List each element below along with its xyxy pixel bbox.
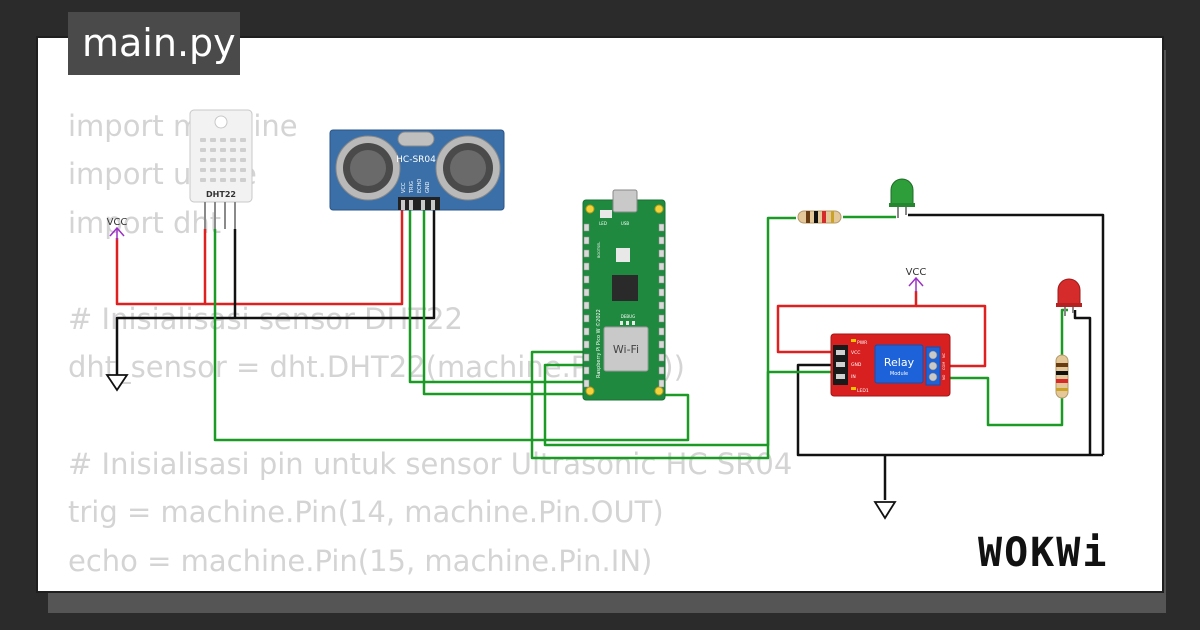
vcc-label: VCC [906, 267, 927, 278]
vcc-symbol-left: VCC [107, 217, 128, 240]
wire-gnd-relay[interactable] [796, 363, 1103, 457]
wire-led-green[interactable] [543, 216, 796, 447]
wire-gnd-left[interactable] [115, 229, 237, 375]
pico-w-board[interactable]: USB LED DEBUG Wi-Fi Raspberry Pi Pico W … [582, 189, 666, 401]
pico-debug-label: DEBUG [621, 314, 635, 319]
vcc-symbol-relay: VCC [906, 267, 927, 292]
hcsr04-sensor[interactable]: HC-SR04 VCC TRIG ECHO GND [329, 129, 505, 211]
wire-echo[interactable] [422, 210, 586, 396]
hcsr04-pin-vcc: VCC [401, 182, 407, 193]
led-red[interactable] [1056, 278, 1082, 316]
wires [115, 210, 1105, 500]
relay-title: Relay [884, 356, 915, 369]
dht22-sensor[interactable]: DHT22 [189, 109, 253, 229]
wire-dht-data[interactable] [213, 229, 690, 442]
wire-vcc-relay[interactable] [776, 291, 918, 354]
relay-pin-gnd: GND [851, 362, 862, 368]
wire-vcc-hcsr04[interactable] [205, 210, 404, 306]
code-line-8: # Inisialisasi pin untuk sensor Ultrason… [68, 447, 793, 482]
wire-resistor-red[interactable] [1060, 308, 1068, 355]
wire-gnd-led-red[interactable] [1073, 310, 1092, 455]
relay-module[interactable]: VCC GND IN PWR LED1 Relay Module NC COM … [830, 333, 951, 397]
ground-symbol-left [105, 374, 129, 392]
relay-pwr-label: PWR [857, 340, 867, 346]
code-line-3: import dht [68, 205, 222, 240]
wire-vcc-dht[interactable] [115, 229, 207, 306]
wokwi-logo: WOKWi [978, 530, 1108, 576]
ground-symbol-right [873, 501, 897, 520]
relay-pin-in: IN [851, 374, 856, 380]
hcsr04-label: HC-SR04 [396, 155, 436, 165]
pico-bootsel-label: BOOTSEL [597, 242, 601, 258]
pico-wifi-label: Wi-Fi [613, 343, 639, 356]
wire-gnd-hcsr04[interactable] [235, 210, 436, 320]
hcsr04-pin-gnd: GND [425, 181, 431, 193]
file-name-tab[interactable]: main.py [68, 12, 240, 75]
vcc-label: VCC [107, 217, 128, 228]
wire-trig[interactable] [408, 210, 586, 384]
dht22-label: DHT22 [206, 190, 236, 199]
wire-relay-no[interactable] [940, 376, 1064, 427]
led-green[interactable] [889, 178, 915, 218]
resistor-red-led[interactable] [1055, 354, 1069, 399]
pico-usb-label: USB [621, 221, 629, 226]
hcsr04-pin-trig: TRIG [409, 181, 415, 194]
code-line-10: echo = machine.Pin(15, machine.Pin.IN) [68, 543, 653, 578]
relay-terminal-com: COM [942, 362, 946, 370]
relay-pin-vcc: VCC [851, 350, 860, 356]
wire-gnd-led-green[interactable] [908, 213, 1105, 455]
hcsr04-pin-echo: ECHO [417, 179, 423, 193]
wokwi-logo-text: WOKWi [978, 530, 1108, 576]
relay-terminal-nc: NC [942, 352, 946, 358]
code-line-9: trig = machine.Pin(14, machine.Pin.OUT) [68, 495, 664, 530]
relay-terminal-no: NO [942, 374, 946, 380]
pico-board-label: Raspberry Pi Pico W ©2022 [595, 309, 602, 378]
relay-led1-label: LED1 [857, 388, 869, 394]
resistor-green-led[interactable] [797, 210, 842, 224]
relay-subtitle: Module [890, 371, 908, 377]
pico-led-label: LED [599, 221, 607, 226]
wire-relay-in[interactable] [530, 350, 846, 460]
wire-vcc-relay-2[interactable] [916, 304, 987, 368]
